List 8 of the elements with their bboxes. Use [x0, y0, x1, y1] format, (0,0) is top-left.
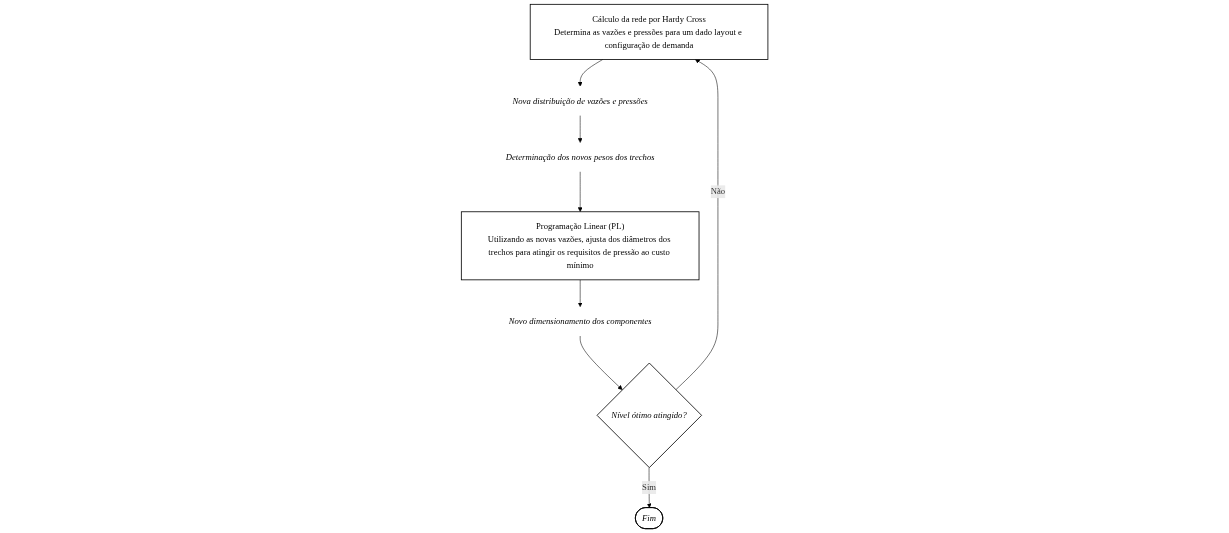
edge-label: Sim — [641, 482, 656, 492]
edge-label: Não — [710, 186, 726, 197]
node-diamond: Nível ótimo atingido? — [596, 362, 702, 469]
node-box: Cálculo da rede por Hardy Cross Determina as vazões e pressões para um dado layout e configuração de demanda — [529, 3, 769, 60]
node-box: Programação Linear (PL) Utilizando as novas vazões, ajusta dos diâmetros dos trechos para atingir os requisitos de pressão ao custo mínimo — [460, 211, 700, 281]
node-text: Novo dimensionamento dos componentes — [508, 316, 652, 326]
node-text: Determinação dos novos pesos dos trechos — [505, 152, 655, 162]
node-text: Nova distribuição de vazões e pressões — [512, 96, 648, 106]
